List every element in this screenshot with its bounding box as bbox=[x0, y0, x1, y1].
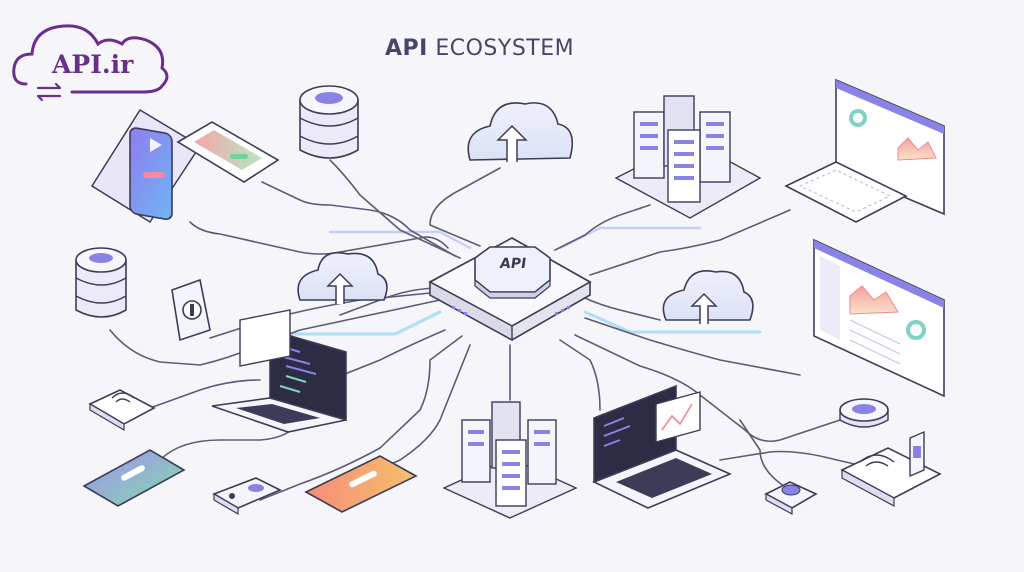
connector-glow-up-left bbox=[328, 230, 472, 250]
database-top bbox=[299, 85, 359, 159]
smart-speaker-right bbox=[839, 398, 889, 428]
connector-glow-up-right bbox=[558, 226, 702, 250]
connector-sensor bbox=[259, 335, 463, 501]
connector-cloud-right bbox=[584, 297, 661, 321]
connector-phone-tl bbox=[189, 221, 449, 255]
connector-dashboard-right bbox=[584, 317, 801, 376]
cloud-upload-right bbox=[662, 270, 754, 324]
hub-port-right bbox=[555, 306, 570, 315]
connector-laptop-bottom bbox=[559, 339, 601, 411]
brand-logo: API.ir bbox=[12, 14, 172, 110]
api-hub bbox=[428, 237, 592, 342]
cloud-logo-icon bbox=[12, 24, 169, 102]
connector-dashboard-top bbox=[589, 209, 791, 276]
smartphone-bottom-mid bbox=[304, 455, 418, 513]
connector-servers-top bbox=[554, 204, 651, 251]
title-rest: ECOSYSTEM bbox=[427, 36, 575, 61]
smartphone-top-left bbox=[90, 108, 202, 224]
wifi-router-left bbox=[88, 389, 156, 432]
cloud-upload-top bbox=[467, 102, 574, 162]
laptop-analytics-bottom bbox=[591, 384, 733, 509]
remote-sensor-bottom bbox=[212, 477, 282, 516]
logo-text: API.ir bbox=[52, 50, 134, 79]
title-bold: API bbox=[385, 36, 428, 61]
smartphone-bottom-left bbox=[82, 449, 186, 507]
dashboard-monitor-top bbox=[784, 78, 945, 223]
server-cluster-top bbox=[614, 95, 762, 219]
page-title: API ECOSYSTEM bbox=[385, 36, 645, 61]
smart-lock-left bbox=[171, 278, 211, 342]
connector-router bbox=[149, 379, 261, 409]
laptop-code-left bbox=[211, 309, 347, 433]
connector-glow-right bbox=[583, 310, 762, 334]
connector-glow-left bbox=[268, 310, 442, 336]
api-hub-label: API bbox=[498, 256, 528, 272]
dashboard-monitor-right bbox=[813, 238, 945, 398]
connector-laptop-left bbox=[329, 329, 446, 381]
iot-button-bottom-right bbox=[764, 481, 818, 516]
smartphone-landscape-top bbox=[176, 121, 280, 183]
database-left bbox=[75, 247, 127, 318]
hub-port-left bbox=[452, 306, 467, 315]
connector-phone-bm bbox=[359, 344, 471, 479]
connector-iot-hub bbox=[719, 450, 881, 471]
server-cluster-bottom bbox=[442, 401, 578, 519]
connector-db-top bbox=[329, 159, 461, 259]
connector-cloud-top bbox=[429, 167, 501, 247]
cloud-upload-left bbox=[297, 251, 388, 304]
connector-phone-landscape bbox=[261, 181, 456, 257]
iot-hub-bottom-right bbox=[840, 430, 942, 508]
